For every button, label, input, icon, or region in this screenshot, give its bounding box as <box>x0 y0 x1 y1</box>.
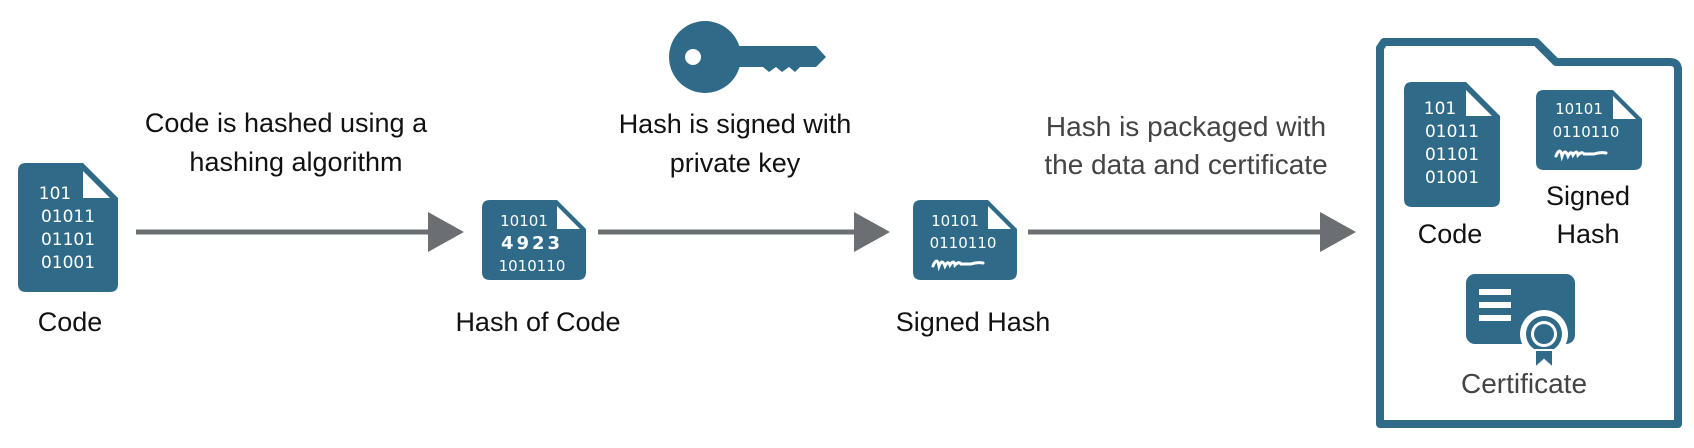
package-code-line-2: 01011 <box>1425 122 1479 142</box>
package-signed-label-line-1: Signed <box>1546 181 1630 211</box>
code-line-1: 101 <box>39 184 71 204</box>
hash-document-fold <box>557 206 580 229</box>
package-signed-label-line-2: Hash <box>1556 219 1619 249</box>
signed-line-1: 10101 <box>931 212 979 230</box>
arrow-2-caption-line-1: Hash is signed with <box>619 109 852 139</box>
code-document-icon: 101 01011 01101 01001 <box>18 163 118 292</box>
seal-icon <box>1520 310 1568 371</box>
code-line-3: 01101 <box>41 230 95 250</box>
signature-icon <box>1554 149 1608 162</box>
arrow-1-caption-line-2: hashing algorithm <box>189 147 402 177</box>
code-line-2: 01011 <box>41 207 95 227</box>
certificate-label: Certificate <box>1461 368 1587 399</box>
arrow-3 <box>1028 212 1356 252</box>
package-code-line-3: 01101 <box>1425 145 1479 165</box>
signed-line-2: 0110110 <box>930 234 997 252</box>
package-code-line-1: 101 <box>1424 99 1456 119</box>
package-folder-icon <box>1376 38 1682 428</box>
arrow-1 <box>136 212 464 252</box>
key-icon <box>669 21 826 93</box>
hash-line-3: 1010110 <box>499 257 566 275</box>
signature-icon <box>931 259 985 272</box>
package-code-document-icon: 101 01011 01101 01001 <box>1404 82 1500 207</box>
arrow-3-caption-line-1: Hash is packaged with <box>1046 111 1326 142</box>
signed-hash-label: Signed Hash <box>896 307 1051 337</box>
folder-icon <box>1376 38 1682 428</box>
hash-document-icon: 10101 4923 1010110 <box>482 200 586 280</box>
hash-line-1: 10101 <box>500 212 548 230</box>
package-code-label: Code <box>1418 219 1483 249</box>
hash-line-2: 4923 <box>501 233 563 254</box>
arrow-3-caption-line-2: the data and certificate <box>1044 149 1327 180</box>
arrow-1-caption-line-1: Code is hashed using a <box>145 108 428 138</box>
arrow-2-caption-line-2: private key <box>670 148 801 178</box>
certificate-icon <box>1466 274 1575 371</box>
package-signed-line-1: 10101 <box>1555 100 1603 118</box>
signed-hash-document-icon: 10101 0110110 <box>913 200 1017 280</box>
code-line-4: 01001 <box>41 253 95 273</box>
code-document-fold <box>83 171 110 198</box>
signed-document-fold <box>988 206 1011 229</box>
arrow-2 <box>598 212 890 252</box>
package-signed-hash-document-icon: 10101 0110110 <box>1536 90 1642 170</box>
package-signed-line-2: 0110110 <box>1553 123 1620 141</box>
package-code-line-4: 01001 <box>1425 168 1479 188</box>
hash-of-code-label: Hash of Code <box>455 307 620 337</box>
code-label: Code <box>38 307 103 337</box>
